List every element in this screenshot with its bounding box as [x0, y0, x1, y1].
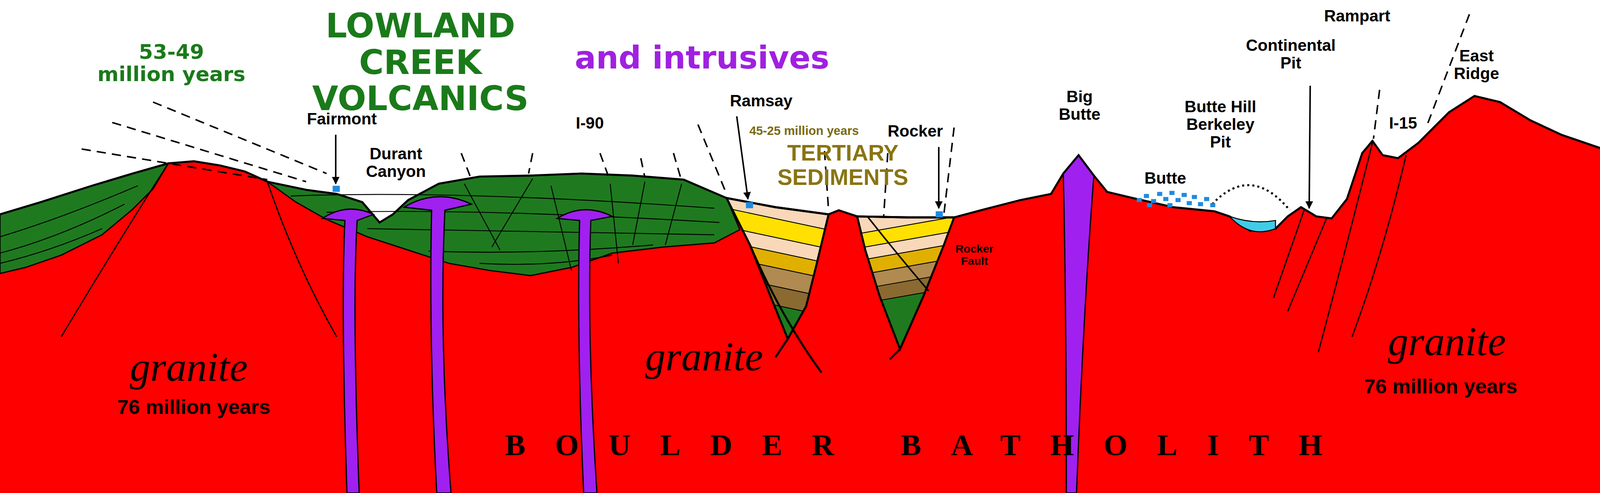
road-label: I-15 — [1389, 114, 1418, 132]
place-label: Ramsay — [730, 92, 793, 110]
rock-label: granite — [645, 334, 764, 379]
fault-label: Rocker Fault — [951, 242, 997, 268]
place-label: Butte — [1144, 169, 1187, 188]
batholith-label: BOULDER BATHOLITH — [505, 428, 1353, 462]
place-label: Durant Canyon — [355, 144, 437, 181]
place-label: Rampart — [1323, 7, 1391, 25]
place-label: Fairmont — [306, 110, 377, 128]
road-label: I-90 — [575, 114, 604, 132]
rock-label: granite — [1388, 319, 1507, 364]
rock-label: granite — [129, 345, 248, 390]
place-label: Big Butte — [1046, 87, 1113, 124]
age-label: 45-25 million years — [749, 124, 860, 138]
title: LOWLAND CREEK VOLCANICS — [279, 7, 562, 118]
age-label: 76 million years — [117, 395, 271, 418]
place-label: East Ridge — [1444, 47, 1510, 83]
place-label: Continental Pit — [1241, 36, 1340, 72]
age-label: 53-49 million years — [97, 40, 246, 85]
unit-label: TERTIARY SEDIMENTS — [773, 140, 913, 190]
subtitle: and intrusives — [574, 40, 830, 75]
place-label: Rocker — [887, 122, 944, 140]
age-label: 76 million years — [1364, 375, 1518, 398]
place-label: Butte Hill Berkeley Pit — [1182, 97, 1258, 151]
